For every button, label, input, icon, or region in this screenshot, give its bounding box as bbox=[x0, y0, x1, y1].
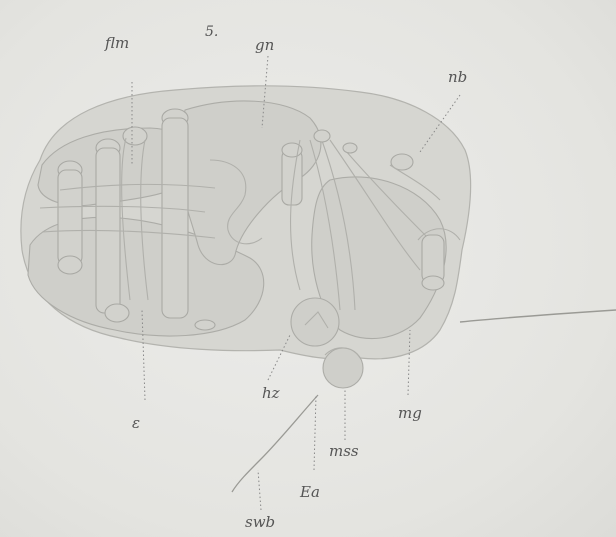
label-mg: mg bbox=[398, 404, 422, 422]
tail-line bbox=[460, 310, 616, 322]
hz-circle bbox=[291, 298, 339, 346]
label-flm: flm bbox=[104, 34, 129, 52]
label-mss: mss bbox=[329, 442, 359, 460]
label-epsilon: ε bbox=[132, 414, 140, 432]
flagellum-line bbox=[232, 395, 318, 492]
label-gn: gn bbox=[255, 36, 274, 54]
node-1 bbox=[314, 130, 330, 142]
label-swb: swb bbox=[245, 513, 275, 531]
node-2 bbox=[343, 143, 357, 153]
label-nb: nb bbox=[448, 68, 467, 86]
figure-number: 5. bbox=[205, 24, 218, 40]
label-ea: Ea bbox=[299, 483, 320, 501]
right-tube-end bbox=[422, 276, 444, 290]
label-hz: hz bbox=[262, 384, 280, 402]
small-blob bbox=[195, 320, 215, 330]
